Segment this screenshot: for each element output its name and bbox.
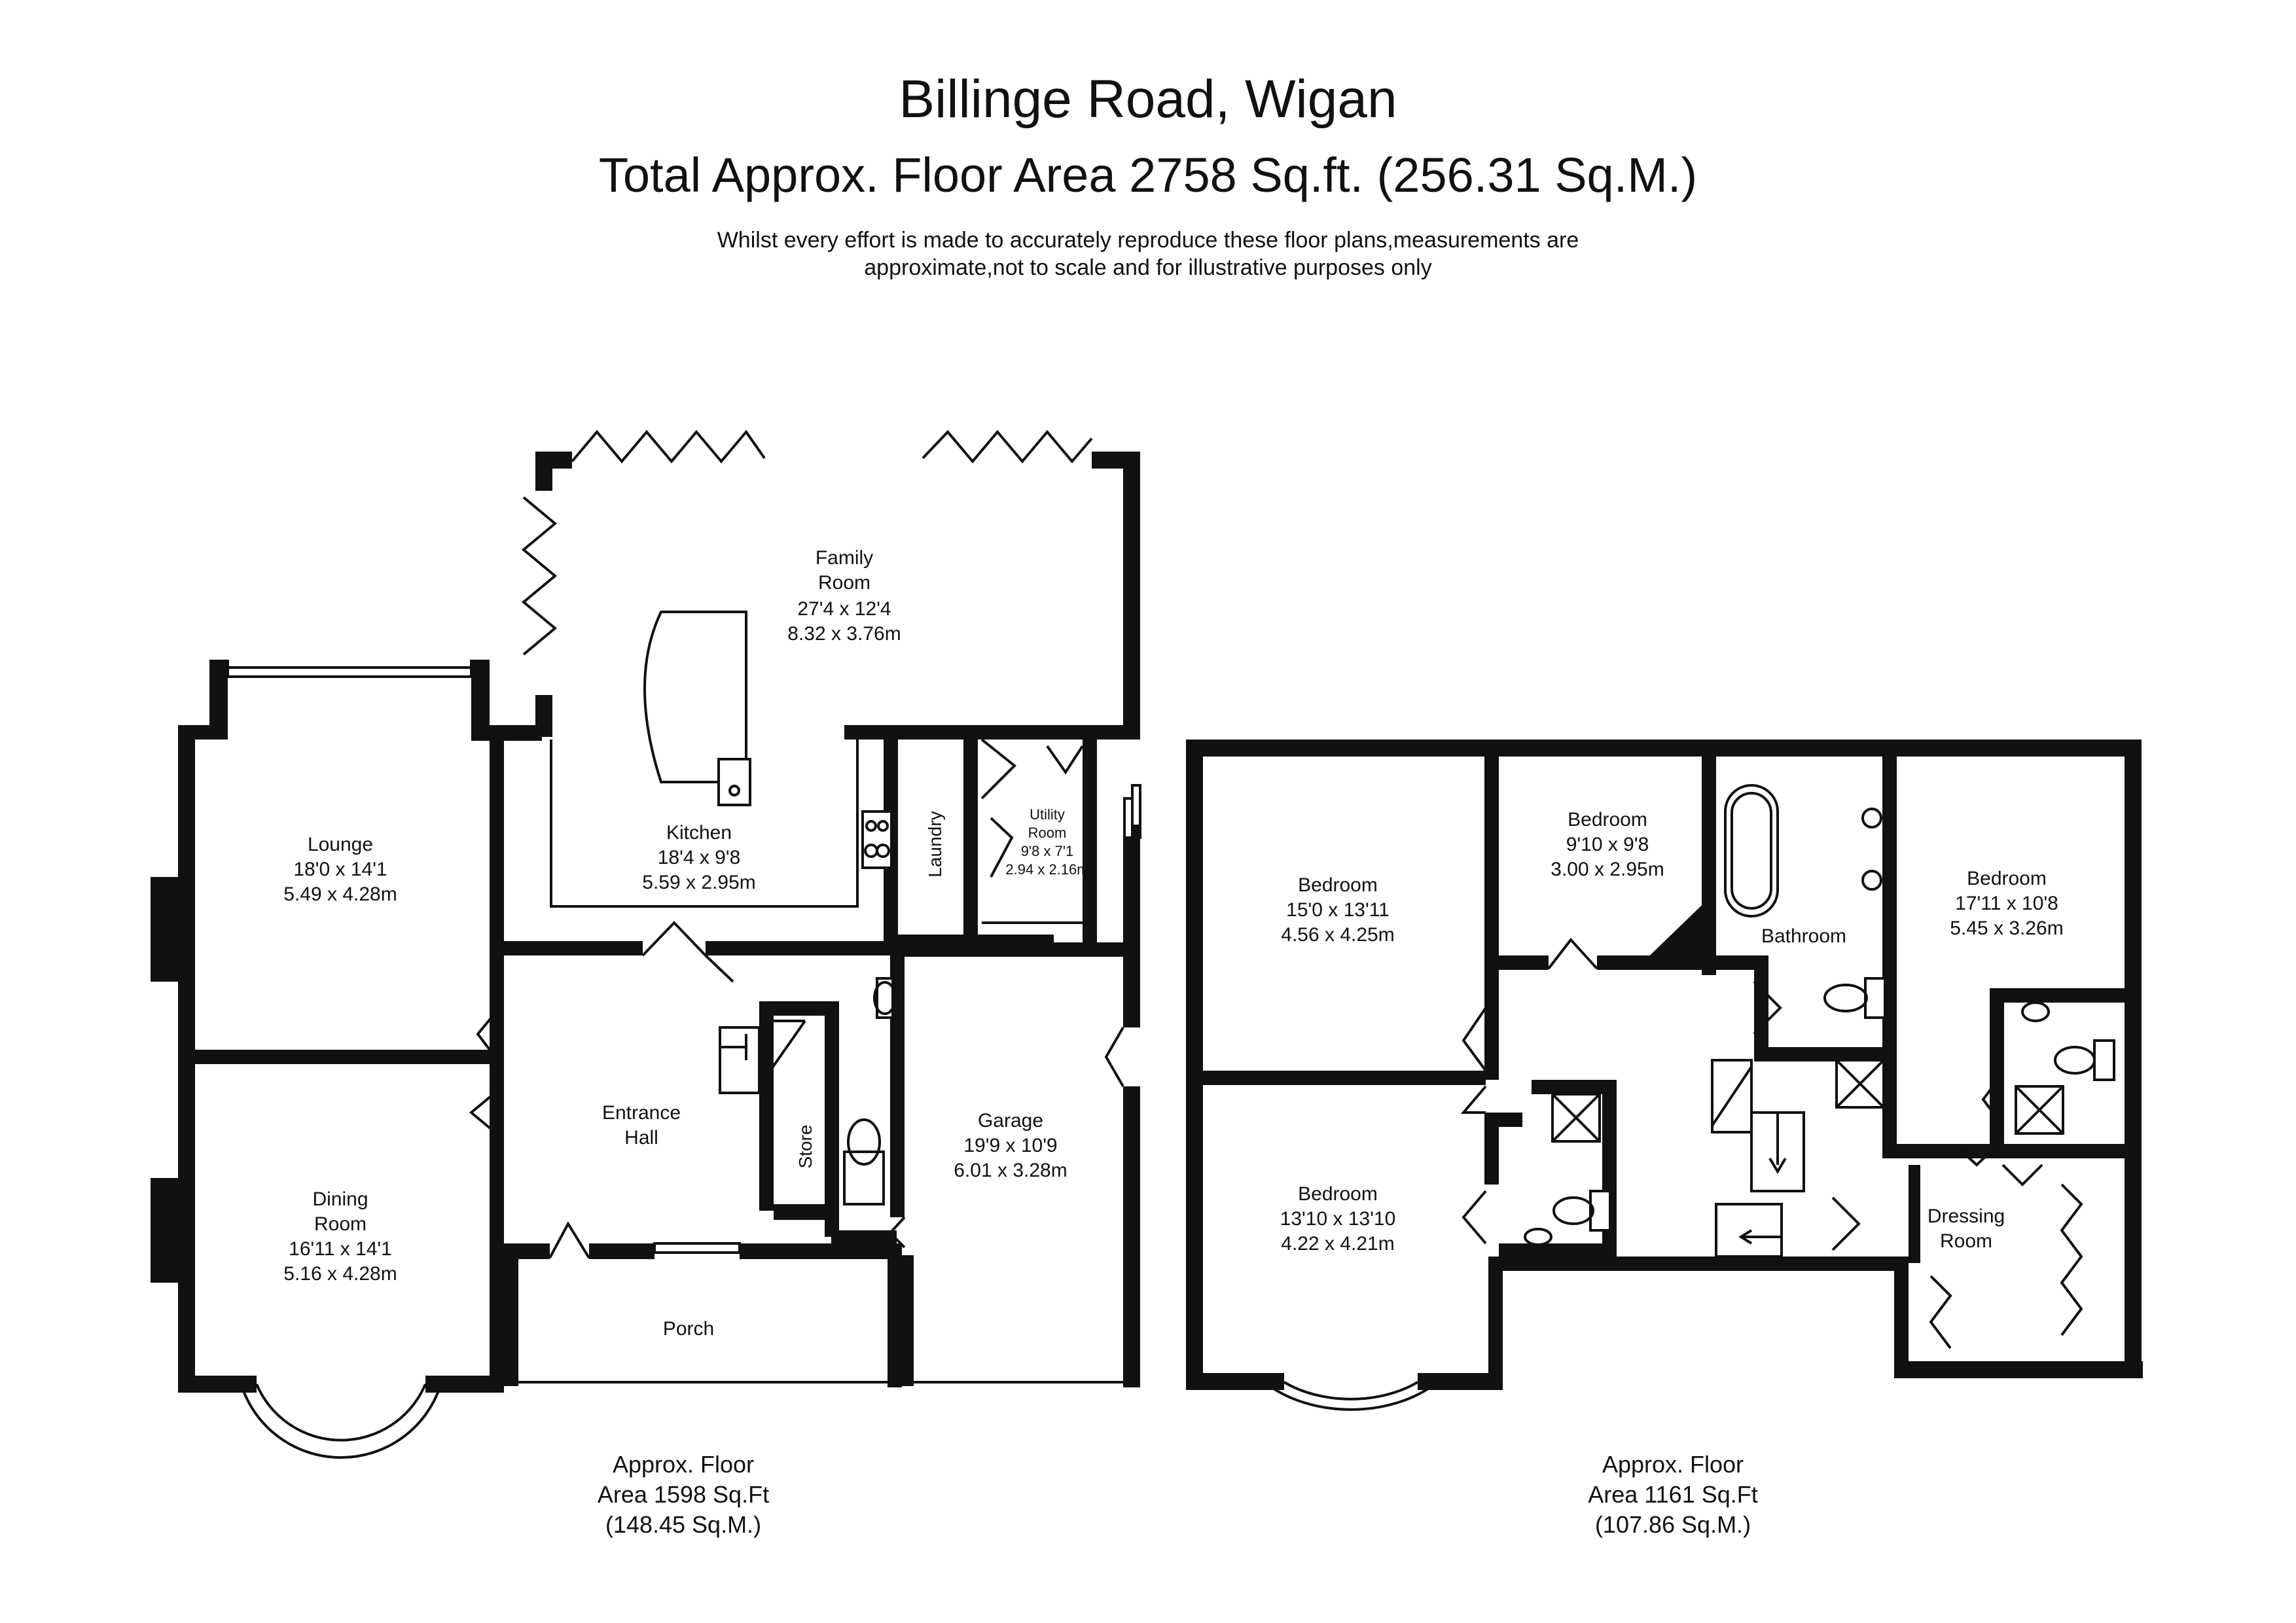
first-floor-plan <box>1186 740 2143 1411</box>
bedroom-4-imperial: 13'10 x 13'10 <box>1280 1208 1396 1230</box>
store-name: Store <box>795 1125 816 1169</box>
ground-floor-area-line-3: (148.45 Sq.M.) <box>605 1511 761 1538</box>
ground-floor-stairs <box>719 977 897 1205</box>
family-room-name-1: Family <box>816 547 873 569</box>
bedroom-1-metric: 4.56 x 4.25m <box>1281 924 1394 946</box>
ground-floor-doors <box>469 738 1124 1259</box>
first-floor-stairs <box>1711 1059 1805 1258</box>
bedroom-2-name: Bedroom <box>1568 809 1647 830</box>
ensuite-toilet-icon <box>2093 1039 2115 1081</box>
entrance-hall-name-2: Hall <box>624 1127 658 1149</box>
utility-name-2: Room <box>1028 825 1067 841</box>
bedroom-3-metric: 5.45 x 3.26m <box>1950 918 2063 939</box>
dining-room-imperial: 16'11 x 14'1 <box>289 1238 392 1260</box>
lounge-metric: 5.49 x 4.28m <box>283 883 397 905</box>
dining-room-name-2: Room <box>314 1213 367 1235</box>
family-room-imperial: 27'4 x 12'4 <box>797 598 891 620</box>
first-floor-walls <box>1186 740 2143 1390</box>
ground-floor-walls <box>151 452 1140 1393</box>
bedroom-4-metric: 4.22 x 4.21m <box>1281 1233 1394 1255</box>
bathroom-toilet-icon <box>1864 977 1886 1019</box>
ground-wc-toilet-icon <box>843 1150 885 1205</box>
kitchen-island <box>643 611 747 783</box>
dining-room-metric: 5.16 x 4.28m <box>283 1263 397 1285</box>
first-floor-fixtures <box>1524 784 2115 1246</box>
bedroom-1-imperial: 15'0 x 13'11 <box>1286 899 1390 921</box>
dressing-room-name-1: Dressing <box>1928 1205 2005 1227</box>
kitchen-fixtures <box>550 611 1134 924</box>
ground-floor-plan <box>151 429 1141 1459</box>
entrance-hall-name-1: Entrance <box>602 1102 681 1124</box>
porch-name: Porch <box>663 1318 714 1340</box>
garage-imperial: 19'9 x 10'9 <box>963 1135 1057 1156</box>
first-floor-area-line-1: Approx. Floor <box>1602 1451 1744 1478</box>
disclaimer-line-1: Whilst every effort is made to accuratel… <box>717 228 1579 253</box>
garage-metric: 6.01 x 3.28m <box>954 1160 1067 1181</box>
plan-title: Billinge Road, Wigan <box>899 69 1397 129</box>
bedroom-3-imperial: 17'11 x 10'8 <box>1955 893 2058 914</box>
kitchen-metric: 5.59 x 2.95m <box>642 872 755 893</box>
ground-floor-windows <box>179 666 1141 1459</box>
utility-name-1: Utility <box>1030 806 1065 823</box>
ground-floor-area-line-2: Area 1598 Sq.Ft <box>598 1481 769 1508</box>
lounge-imperial: 18'0 x 14'1 <box>293 859 387 880</box>
bedroom-2-imperial: 9'10 x 9'8 <box>1566 834 1649 855</box>
first-floor-labels: Bedroom 15'0 x 13'11 4.56 x 4.25m Bedroo… <box>1280 809 2064 1538</box>
total-floor-area: Total Approx. Floor Area 2758 Sq.ft. (25… <box>598 148 1698 202</box>
first-floor-area-line-3: (107.86 Sq.M.) <box>1595 1511 1751 1538</box>
bedroom-4-name: Bedroom <box>1298 1183 1378 1205</box>
lounge-name: Lounge <box>308 834 373 855</box>
ground-floor-labels: Family Room 27'4 x 12'4 8.32 x 3.76m Kit… <box>283 547 1088 1538</box>
laundry-name: Laundry <box>925 811 945 877</box>
bathroom-name: Bathroom <box>1761 925 1846 947</box>
utility-imperial: 9'8 x 7'1 <box>1021 843 1074 859</box>
basin-icon <box>1861 808 1882 829</box>
bedroom-3-name: Bedroom <box>1967 868 2047 889</box>
first-floor-doors <box>1460 937 2083 1349</box>
utility-sink-icon <box>1123 797 1134 839</box>
first-floor-windows <box>1262 741 2139 1411</box>
hob-icon <box>861 810 893 869</box>
utility-metric: 2.94 x 2.16m <box>1005 861 1088 878</box>
kitchen-name: Kitchen <box>666 822 732 844</box>
family-room-name-2: Room <box>818 572 870 594</box>
dressing-room-name-2: Room <box>1940 1230 1992 1252</box>
kitchen-sink-icon <box>717 758 751 806</box>
family-room-metric: 8.32 x 3.76m <box>787 623 901 645</box>
bifold-doors <box>521 429 1093 656</box>
disclaimer-line-2: approximate,not to scale and for illustr… <box>864 255 1432 280</box>
bath-icon <box>1724 784 1779 918</box>
bedroom-1-name: Bedroom <box>1298 874 1378 896</box>
ground-floor-area-line-1: Approx. Floor <box>613 1451 754 1478</box>
kitchen-imperial: 18'4 x 9'8 <box>658 847 741 868</box>
first-floor-area-line-2: Area 1161 Sq.Ft <box>1588 1481 1758 1508</box>
dining-room-name-1: Dining <box>312 1188 368 1210</box>
bedroom-2-metric: 3.00 x 2.95m <box>1551 859 1664 880</box>
garage-name: Garage <box>978 1110 1043 1132</box>
